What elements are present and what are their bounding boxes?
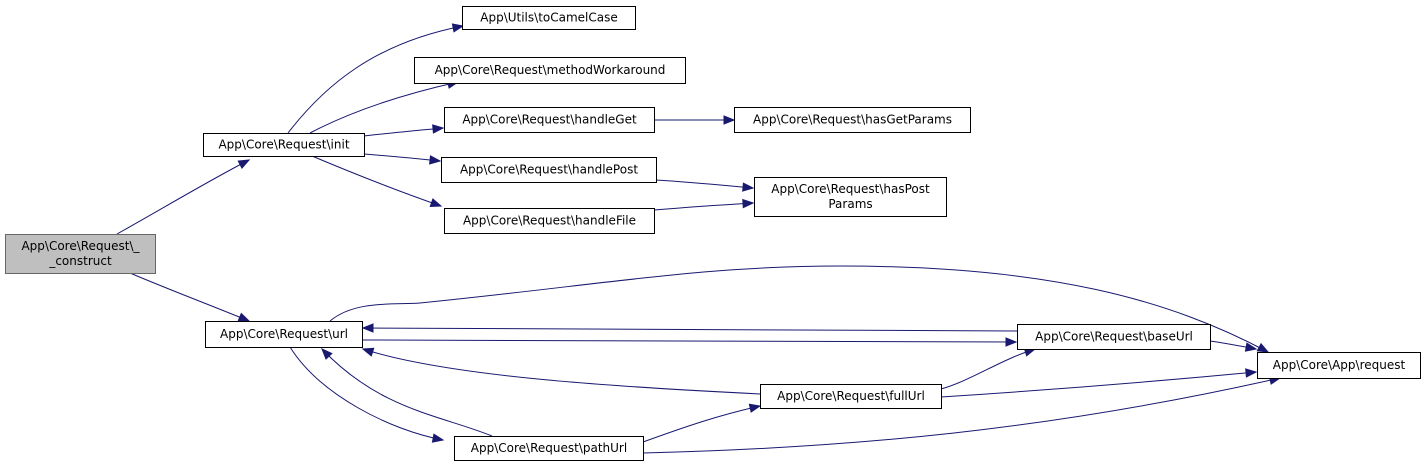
arrowhead-fullUrl-to-appRequest [1245,368,1258,378]
edge-fullUrl-to-appRequest [940,371,1257,398]
node-handlePost[interactable]: App\Core\Request\handlePost [441,157,657,183]
node-label: App\Core\Request\baseUrl [1035,330,1193,344]
node-box [1257,352,1421,379]
node-fullUrl[interactable]: App\Core\Request\fullUrl [760,384,942,409]
node-label: App\Core\Request\pathUrl [471,441,627,455]
edge-init-to-toCamelCase [287,25,464,134]
edge-url-to-baseUrl [361,339,1017,343]
graph-nodes: App\Core\Request\__constructApp\Core\Req… [5,6,1421,461]
node-init[interactable]: App\Core\Request\init [203,133,365,157]
edge-init-to-handleFile [311,155,442,207]
node-box [203,133,365,157]
arrowhead-url-to-appRequest [1256,342,1270,353]
node-box [754,177,947,217]
arrowhead-url-to-baseUrl [1005,337,1018,347]
arrowhead-pathUrl-to-url [321,348,333,360]
arrowhead-handleFile-to-hasPostParams [742,198,755,209]
node-box [734,107,971,133]
edge-pathUrl-to-appRequest [642,377,1281,454]
arrowhead-url-to-pathUrl [431,433,445,443]
node-box [760,384,942,409]
node-label: App\Core\Request\hasPost [771,182,930,196]
edge-url-to-appRequest [329,265,1269,353]
node-box [444,107,655,133]
arrowhead-baseUrl-to-appRequest [1244,342,1258,352]
arrowhead-init-to-handleFile [429,198,443,208]
arrowhead-fullUrl-to-url [361,347,375,357]
node-box [454,436,644,461]
arrowhead-init-to-toCamelCase [451,23,465,33]
node-box [414,57,686,84]
arrowhead-handlePost-to-hasPostParams [742,182,755,192]
graph-edges [116,23,1282,454]
edge-construct-to-url [129,272,250,322]
node-box [462,6,636,30]
node-label: App\Core\Request\handleGet [462,113,637,127]
node-toCamelCase[interactable]: App\Utils\toCamelCase [462,6,636,30]
arrowhead-handleGet-to-hasGetParams [723,115,736,125]
node-label: App\Core\Request\url [220,327,348,341]
node-label: _construct [48,254,112,268]
arrowhead-construct-to-url [237,312,251,322]
node-url[interactable]: App\Core\Request\url [205,321,363,348]
edge-init-to-handleGet [363,127,444,137]
node-handleGet[interactable]: App\Core\Request\handleGet [444,107,655,133]
arrowhead-pathUrl-to-fullUrl [748,403,762,413]
edge-fullUrl-to-url [362,348,761,395]
node-box [205,321,363,348]
node-label: App\Core\Request\init [218,138,349,152]
node-label: App\Core\Request\fullUrl [777,389,925,403]
node-construct[interactable]: App\Core\Request\__construct [5,234,156,274]
arrowhead-init-to-handleGet [432,124,445,134]
node-label: App\Core\Request\hasGetParams [753,113,952,127]
edge-fullUrl-to-baseUrl [940,348,1036,390]
edge-construct-to-init [116,159,250,235]
node-methodWorkaround[interactable]: App\Core\Request\methodWorkaround [414,57,686,84]
edge-pathUrl-to-url [321,348,493,437]
node-label: App\Utils\toCamelCase [480,11,618,25]
arrowhead-init-to-handlePost [429,155,442,165]
node-box [5,234,156,274]
node-label: Params [828,197,872,211]
node-label: App\Core\Request\_ [21,239,140,253]
edge-handleFile-to-hasPostParams [653,202,754,211]
arrowhead-construct-to-init [237,159,251,170]
edge-url-to-pathUrl [289,346,444,441]
arrowhead-baseUrl-to-url [361,323,374,333]
edge-init-to-handlePost [363,153,441,162]
node-appRequest[interactable]: App\Core\App\request [1257,352,1421,379]
node-label: App\Core\Request\handlePost [460,163,638,177]
node-label: App\Core\App\request [1273,358,1406,372]
edge-pathUrl-to-fullUrl [642,405,761,443]
node-box [441,157,657,183]
node-baseUrl[interactable]: App\Core\Request\baseUrl [1017,324,1211,350]
edge-init-to-methodWorkaround [309,81,459,134]
node-handleFile[interactable]: App\Core\Request\handleFile [444,208,655,234]
node-hasGetParams[interactable]: App\Core\Request\hasGetParams [734,107,971,133]
edge-handlePost-to-hasPostParams [655,179,754,189]
node-box [444,208,655,234]
node-label: App\Core\Request\methodWorkaround [435,63,666,77]
node-pathUrl[interactable]: App\Core\Request\pathUrl [454,436,644,461]
node-box [1017,324,1211,350]
node-label: App\Core\Request\handleFile [463,214,636,228]
edge-baseUrl-to-url [362,327,1018,332]
